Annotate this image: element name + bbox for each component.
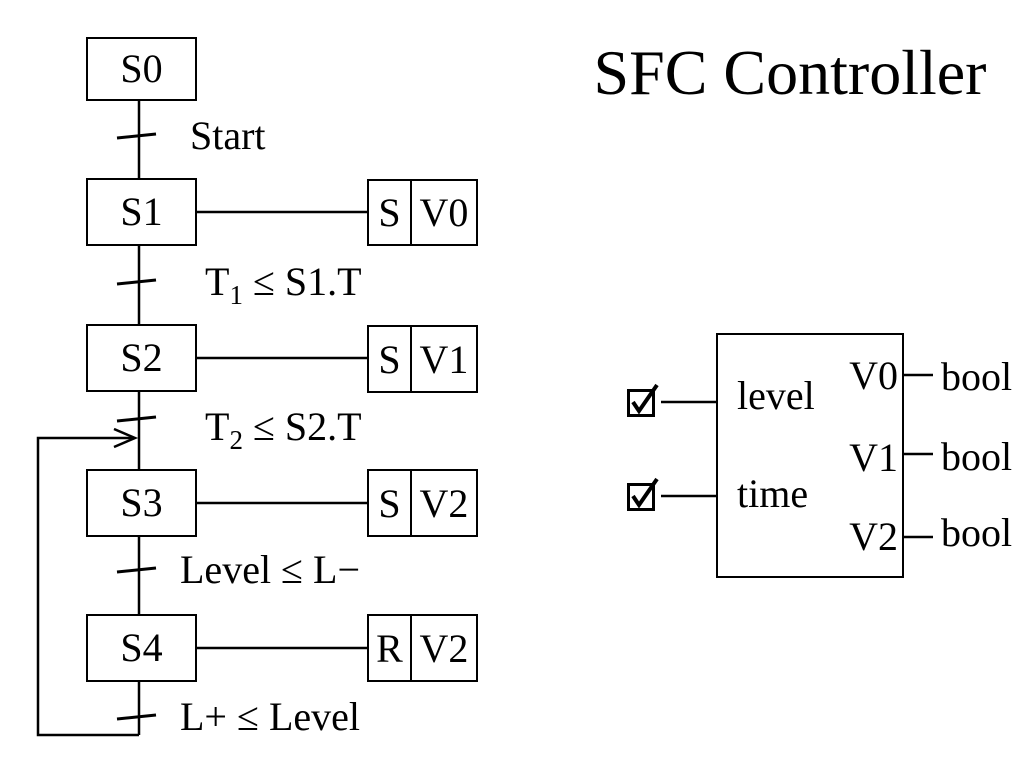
action-qualifier: S	[378, 480, 401, 526]
output-type-v0: bool	[941, 354, 1013, 399]
transition-label-t2: T2 ≤ S2.T	[205, 403, 362, 455]
step-label: S3	[120, 480, 163, 525]
action-block-s1: S V0	[367, 179, 478, 246]
transition-text: T	[205, 404, 230, 449]
level-input-checkbox[interactable]	[627, 383, 659, 417]
feedback-loop	[36, 436, 139, 737]
transition-subscript: 1	[229, 280, 243, 310]
check-icon	[631, 477, 659, 509]
function-block	[716, 333, 904, 578]
transition-label-t1: T1 ≤ S1.T	[205, 258, 362, 310]
output-label-v0: V0	[849, 353, 898, 398]
input-label-level: level	[737, 373, 815, 418]
transition-tick-t1	[116, 278, 157, 286]
action-block-s2: S V1	[367, 325, 478, 393]
action-variable: V0	[410, 181, 476, 244]
input-label-time: time	[737, 471, 809, 516]
page-title: SFC Controller	[593, 37, 987, 108]
output-type-v2: bool	[941, 510, 1013, 555]
step-box-s3: S3	[86, 469, 197, 537]
transition-tick-level	[116, 566, 157, 574]
output-type-v1: bool	[941, 434, 1013, 479]
check-icon	[631, 383, 659, 415]
action-variable: V1	[410, 327, 476, 391]
transition-subscript: 2	[229, 425, 243, 455]
time-input-checkbox[interactable]	[627, 477, 659, 511]
step-label: S4	[120, 625, 163, 670]
output-label-v2: V2	[849, 514, 898, 559]
transition-text: ≤ S1.T	[242, 259, 362, 304]
transition-text: L+ ≤ Level	[180, 694, 360, 739]
step-label: S2	[120, 335, 163, 380]
transition-text: T	[205, 259, 230, 304]
step-box-s2: S2	[86, 324, 197, 392]
transition-label-lplus: L+ ≤ Level	[180, 693, 360, 741]
action-variable: V2	[410, 616, 476, 680]
transition-text: Start	[190, 113, 266, 158]
transition-text: Level ≤ L−	[180, 547, 360, 592]
action-block-s4: R V2	[367, 614, 478, 682]
feedback-arrowhead-icon	[113, 427, 139, 449]
step-box-s0: S0	[86, 37, 197, 101]
step-box-s4: S4	[86, 614, 197, 682]
action-variable: V2	[410, 471, 476, 535]
transition-tick-t2	[116, 415, 157, 423]
transition-tick-start	[116, 132, 157, 140]
action-qualifier: S	[378, 190, 401, 235]
transition-tick-lplus	[116, 713, 157, 721]
step-label: S1	[120, 189, 163, 234]
transition-label-start: Start	[190, 112, 266, 160]
step-box-s1: S1	[86, 178, 197, 246]
action-block-s3: S V2	[367, 469, 478, 537]
step-label: S0	[120, 46, 163, 91]
action-qualifier: S	[378, 336, 401, 382]
transition-label-level: Level ≤ L−	[180, 546, 360, 594]
output-label-v1: V1	[849, 435, 898, 480]
transition-text: ≤ S2.T	[242, 404, 362, 449]
action-qualifier: R	[376, 625, 403, 671]
